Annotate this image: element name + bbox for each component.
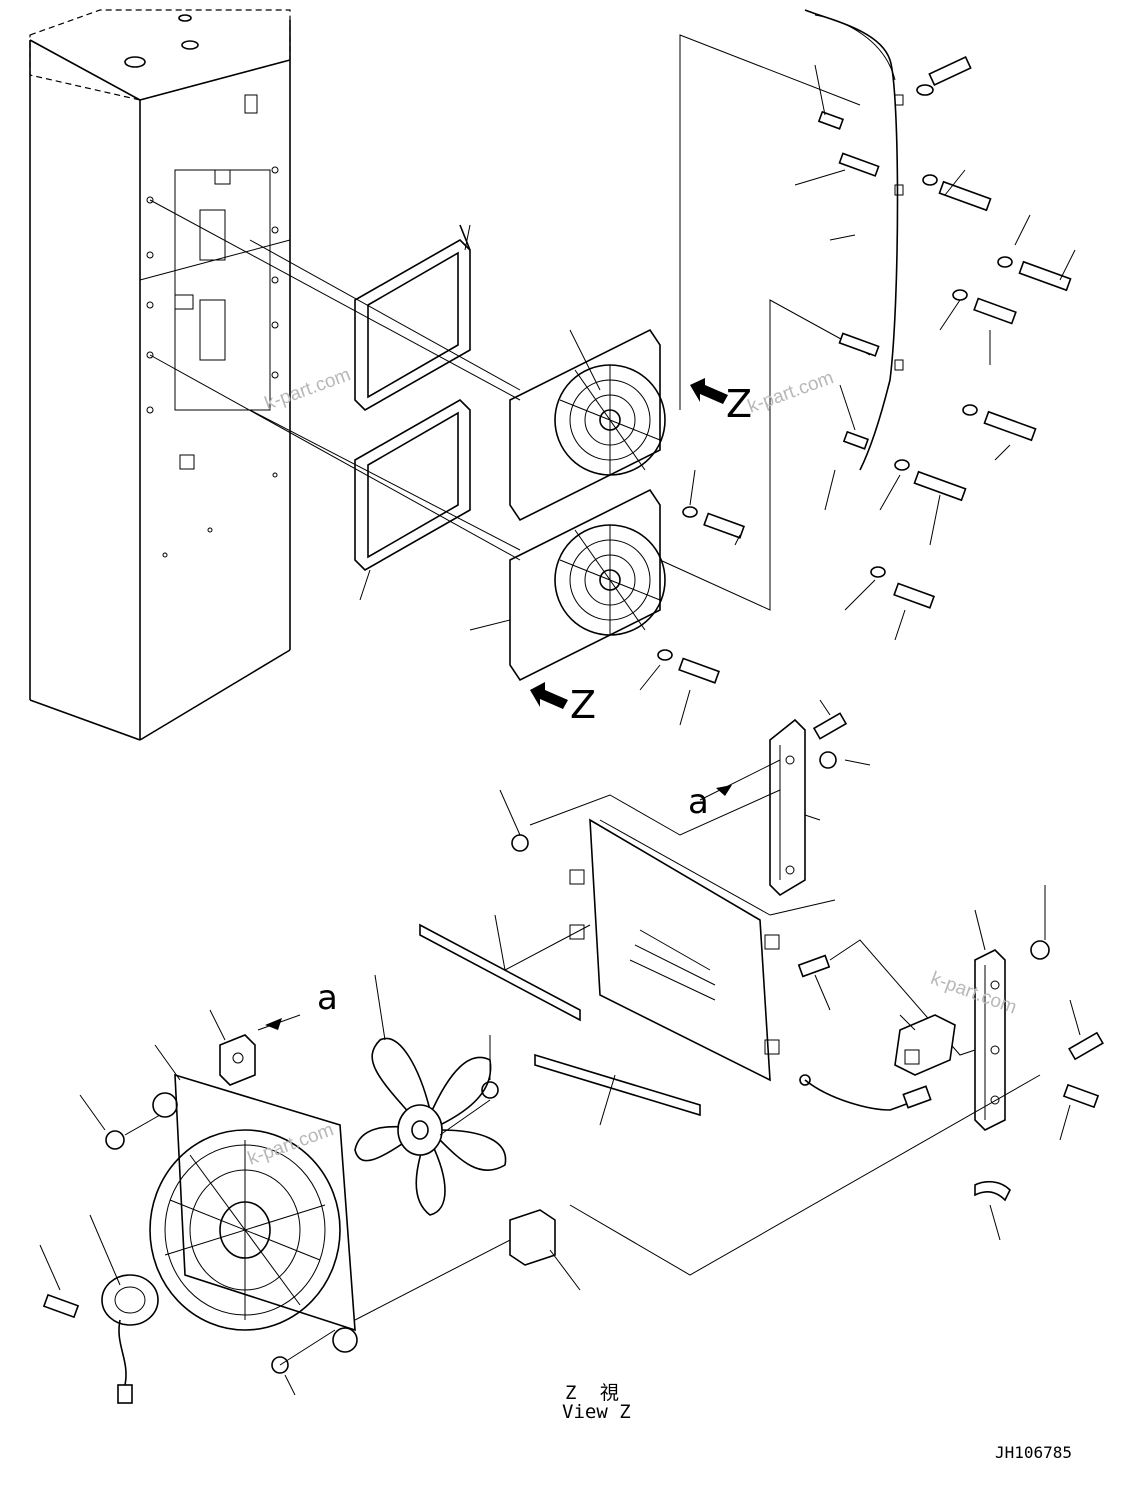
bolt-set-upper-right [657, 56, 1072, 684]
fan-nut [481, 1081, 499, 1099]
relay-and-sensor [799, 1014, 956, 1111]
a-label-upper: a [688, 782, 709, 822]
fan-shroud [149, 1073, 358, 1353]
upper-fan-unit [509, 328, 666, 522]
lower-fan-unit [509, 488, 666, 682]
seal-frame-upper [354, 224, 471, 411]
cabinet-housing [29, 9, 291, 741]
view-caption-en: View Z [562, 1401, 631, 1423]
fan-blade [354, 974, 507, 1216]
nuts-lower-left [79, 1044, 181, 1150]
condenser-bracket-top [769, 712, 848, 897]
seal-frame-lower [354, 399, 471, 571]
callout-lines-upper-right [639, 64, 1076, 726]
wire-harness [804, 9, 904, 471]
z-label-upper: Z [726, 382, 753, 426]
cabinet-bolt-holes [146, 166, 279, 558]
leader-lines [149, 34, 871, 631]
z-label-lower: Z [570, 683, 597, 727]
motor-bracket [209, 1009, 256, 1086]
clip [974, 1180, 1011, 1202]
right-bracket [797, 940, 1104, 1131]
z-arrow-upper-icon [690, 378, 728, 404]
a-label-lower: a [317, 978, 338, 1018]
motor [42, 1274, 289, 1404]
seal-strips [419, 914, 701, 1126]
condenser-core [511, 818, 780, 1082]
drawing-number: JH106785 [995, 1443, 1073, 1462]
connector-block [509, 1209, 581, 1291]
z-arrow-lower-icon [530, 682, 568, 709]
view-caption-jp: Z 視 [565, 1382, 625, 1404]
